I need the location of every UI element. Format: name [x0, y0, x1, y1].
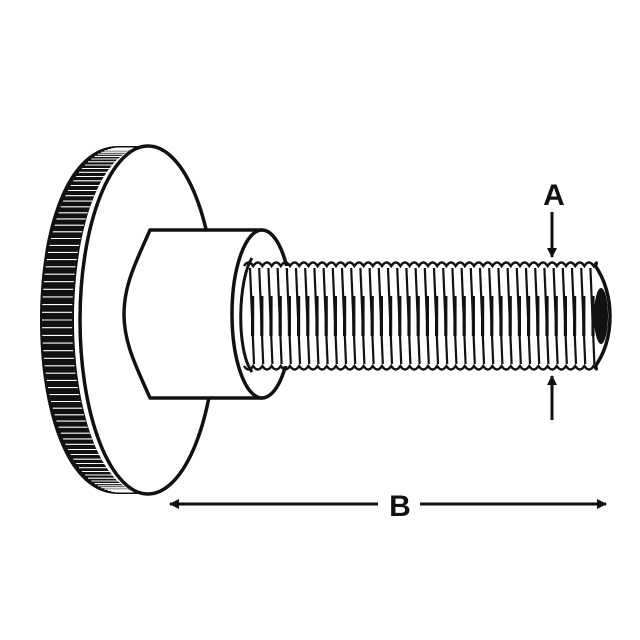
knurl-lines [42, 147, 144, 493]
shaft-tip [592, 262, 612, 370]
threaded-shaft [239, 257, 612, 373]
thread-root-shadow [315, 296, 319, 336]
thread-root-shadow [563, 296, 567, 336]
thread-crest-top [242, 261, 598, 269]
dimension-b: B [169, 490, 607, 523]
thread-root-shadow [287, 296, 291, 336]
thread-root-shadow [536, 296, 540, 336]
thread-root-shadow [324, 296, 328, 336]
thread-root-shadow [508, 296, 512, 336]
shaft-tip-face [594, 288, 608, 344]
knurled-rim [40, 146, 148, 494]
thread-root-shadow [278, 296, 282, 336]
thread-root-shadow [582, 296, 586, 336]
thread-root-shadow [462, 296, 466, 336]
dimension-a: A [543, 179, 565, 420]
thread-root-shadow [471, 296, 475, 336]
thread-root-shadow [453, 296, 457, 336]
thread-root-shadow [499, 296, 503, 336]
thread-root-shadow [343, 296, 347, 336]
thread-root-shadow [361, 296, 365, 336]
thread-root-shadow [554, 296, 558, 336]
thread-root-shadow [352, 296, 356, 336]
thread-crest-bottom [242, 363, 598, 371]
thread-root-shadow [260, 296, 264, 336]
thread-root-shadow [481, 296, 485, 336]
thread-root-shadow [306, 296, 310, 336]
shoulder-body [122, 228, 264, 400]
dimension-b-label: B [389, 490, 411, 523]
thread-root-shadow [407, 296, 411, 336]
thread-root-shadow [269, 296, 273, 336]
thread-root-shadow [444, 296, 448, 336]
thread-root-shadow [490, 296, 494, 336]
thread-root-shadow [333, 296, 337, 336]
thread-root-shadow [297, 296, 301, 336]
thread-root-shadow [425, 296, 429, 336]
thread-root-shadow [527, 296, 531, 336]
thread-root-shadow [389, 296, 393, 336]
thread-root-shadow [370, 296, 374, 336]
thread-root-shadow [416, 296, 420, 336]
thread-root-shadow [398, 296, 402, 336]
thread-root-shadow [379, 296, 383, 336]
thread-root-shadow [517, 296, 521, 336]
thread-root-shadow [573, 296, 577, 336]
thread-root-shadow [591, 296, 595, 336]
thread-lines [248, 267, 596, 365]
shaft-left-edge [239, 257, 254, 373]
thread-root-shadow [251, 296, 255, 336]
dimension-a-label: A [543, 179, 565, 212]
thread-root-shadow [545, 296, 549, 336]
thread-root-shadow [435, 296, 439, 336]
